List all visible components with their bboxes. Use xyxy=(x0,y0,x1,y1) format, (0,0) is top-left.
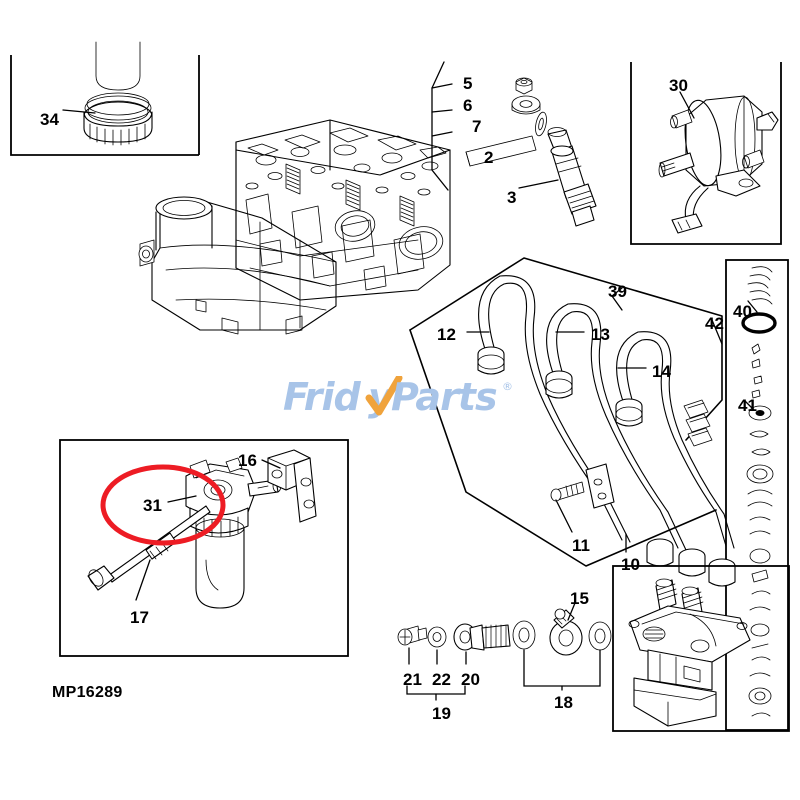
filter-mounting-bracket xyxy=(257,449,317,523)
callout-18: 18 xyxy=(554,693,573,712)
seal-kit-inset-box xyxy=(711,259,789,731)
callout-11: 11 xyxy=(572,536,590,555)
leak-off-line xyxy=(465,135,537,167)
injector-nut xyxy=(515,77,533,95)
intake-manifold-drawing xyxy=(138,196,337,335)
manifold-boss xyxy=(138,239,155,267)
fuel-filter-inset-box xyxy=(59,439,349,657)
callout-40: 40 xyxy=(733,302,752,321)
injector-washer xyxy=(511,95,541,115)
filter-canister-ghost xyxy=(95,41,141,91)
callout-19: 19 xyxy=(432,704,451,723)
callout-21: 21 xyxy=(403,670,422,689)
callout-17: 17 xyxy=(130,608,149,627)
callout-39: 39 xyxy=(608,282,627,301)
injector-seal-washer xyxy=(535,111,547,137)
seal-kit-parts xyxy=(741,266,777,717)
injection-pump-inset-box xyxy=(612,565,790,732)
callout-7: 7 xyxy=(472,117,482,136)
hardware-row xyxy=(397,602,612,701)
callout-31: 31 xyxy=(143,496,162,515)
callout-14: 14 xyxy=(652,362,671,381)
injection-line-2 xyxy=(545,303,687,551)
retaining-ring-drawing xyxy=(83,92,153,146)
sealing-washer-right xyxy=(588,621,612,651)
callout-41: 41 xyxy=(738,396,757,415)
retaining-ring-inset-box xyxy=(10,41,200,156)
banjo-bolt-fitting xyxy=(549,608,583,656)
injector-bore xyxy=(285,163,415,227)
callout-12: 12 xyxy=(437,325,456,344)
line-lower-fittings xyxy=(646,538,736,587)
electric-fuel-pump-inset-box xyxy=(630,62,782,245)
injection-pump-drawing xyxy=(628,578,751,727)
part-31-highlight-ellipse xyxy=(100,464,226,546)
bleed-screw xyxy=(397,625,428,646)
line-clamp-assembly xyxy=(550,463,627,553)
cylinder-head-drawing xyxy=(235,119,451,301)
callout-3: 3 xyxy=(507,188,517,207)
electric-fuel-pump-drawing xyxy=(658,95,779,234)
callout-20: 20 xyxy=(461,670,480,689)
injector-body xyxy=(547,127,597,227)
line-clip-stack xyxy=(683,399,713,447)
drawing-number: MP16289 xyxy=(52,684,123,701)
callout-13: 13 xyxy=(591,325,610,344)
callout-15: 15 xyxy=(570,589,589,608)
sealing-washer-left xyxy=(512,620,536,650)
callout-6: 6 xyxy=(463,96,473,115)
hollow-screw xyxy=(453,623,511,651)
callout-16: 16 xyxy=(238,451,257,470)
callout-42: 42 xyxy=(705,314,724,333)
callout-5: 5 xyxy=(463,74,473,93)
callout-22: 22 xyxy=(432,670,451,689)
callout-34: 34 xyxy=(40,110,59,129)
callout-10: 10 xyxy=(621,555,640,574)
callout-30: 30 xyxy=(669,76,688,95)
callout-2: 2 xyxy=(484,148,494,167)
fuel-injector-assembly xyxy=(431,61,597,227)
injection-line-1 xyxy=(477,275,631,543)
hardware-washer xyxy=(427,626,447,648)
injection-line-3 xyxy=(615,331,735,549)
